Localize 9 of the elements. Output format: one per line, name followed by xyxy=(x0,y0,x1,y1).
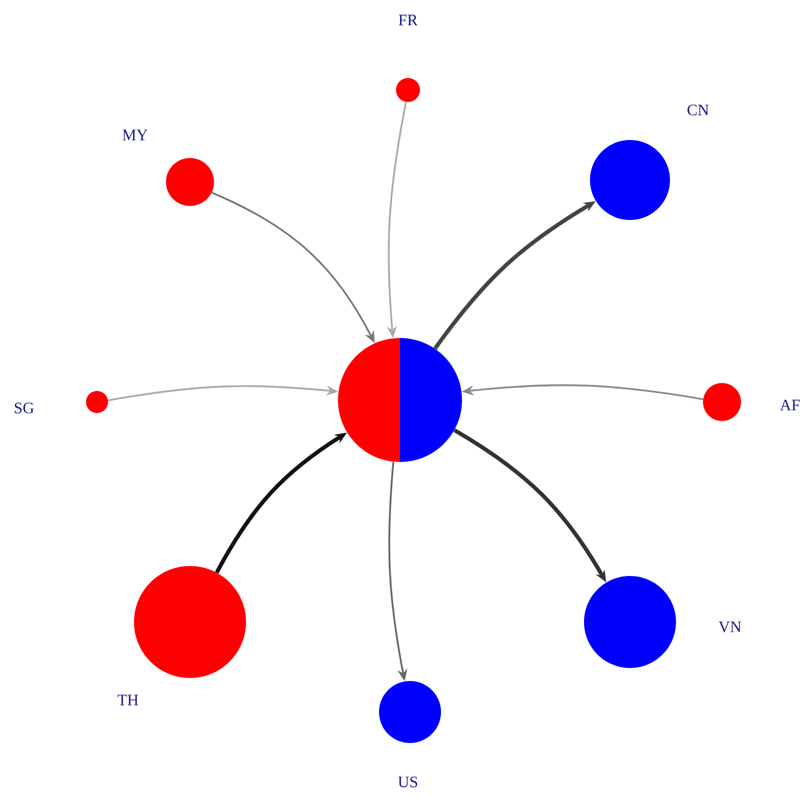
country-label: MY xyxy=(122,130,148,140)
country-label: FR xyxy=(398,14,418,26)
country-label: SG xyxy=(14,402,34,414)
pie-circle xyxy=(338,338,462,462)
country-label: CN xyxy=(688,104,709,116)
country-label: AF xyxy=(780,400,800,410)
country-label: VN xyxy=(718,622,742,632)
country-label: US xyxy=(398,776,418,788)
country-label: TH xyxy=(118,694,138,706)
